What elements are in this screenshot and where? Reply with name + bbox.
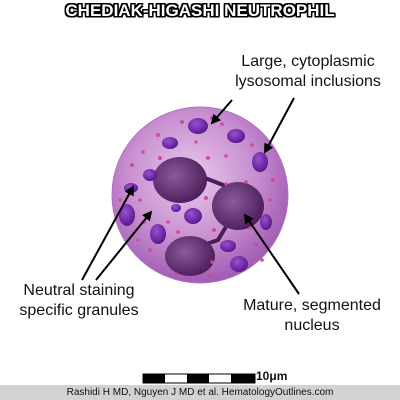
scale-bar-label: 10μm bbox=[256, 369, 288, 383]
label-segmented-nucleus: Mature, segmented nucleus bbox=[228, 296, 396, 336]
inclusion bbox=[230, 256, 248, 272]
lysosomal-inclusions bbox=[119, 118, 272, 272]
arrow-granules-a bbox=[81, 185, 134, 281]
inclusion bbox=[171, 204, 181, 212]
label-line: Large, cytoplasmic bbox=[241, 53, 375, 70]
nucleus-lobe bbox=[212, 182, 264, 230]
label-line: specific granules bbox=[19, 302, 139, 319]
annotation-arrows bbox=[81, 97, 300, 295]
arrow-nucleus bbox=[243, 213, 300, 295]
inclusion bbox=[119, 204, 135, 226]
page-title: CHEDIAK-HIGASHI NEUTROPHIL bbox=[65, 1, 335, 20]
inclusion bbox=[252, 152, 268, 172]
inclusion bbox=[220, 240, 236, 252]
scale-bar bbox=[142, 373, 256, 384]
specific-granules bbox=[118, 116, 275, 278]
nucleus-lobe bbox=[165, 236, 215, 276]
inclusion bbox=[188, 118, 208, 134]
arrow-inclusions-b bbox=[264, 97, 295, 154]
label-line: nucleus bbox=[284, 317, 340, 334]
nucleus-lobe bbox=[153, 157, 207, 203]
credit-footer: Rashidi H MD, Nguyen J MD et al. Hematol… bbox=[0, 385, 400, 400]
inclusion bbox=[143, 169, 157, 181]
inclusion bbox=[150, 224, 166, 244]
label-line: Neutral staining bbox=[23, 282, 135, 299]
label-lysosomal-inclusions: Large, cytoplasmic lysosomal inclusions bbox=[218, 52, 398, 92]
arrow-inclusions-a bbox=[210, 99, 233, 125]
inclusion bbox=[227, 129, 245, 143]
inclusion bbox=[260, 214, 272, 230]
inclusion bbox=[184, 208, 202, 224]
label-specific-granules: Neutral staining specific granules bbox=[4, 281, 154, 321]
label-line: Mature, segmented bbox=[243, 297, 381, 314]
arrow-granules-b bbox=[95, 210, 153, 281]
label-line: lysosomal inclusions bbox=[235, 73, 381, 90]
inclusion bbox=[162, 137, 178, 149]
